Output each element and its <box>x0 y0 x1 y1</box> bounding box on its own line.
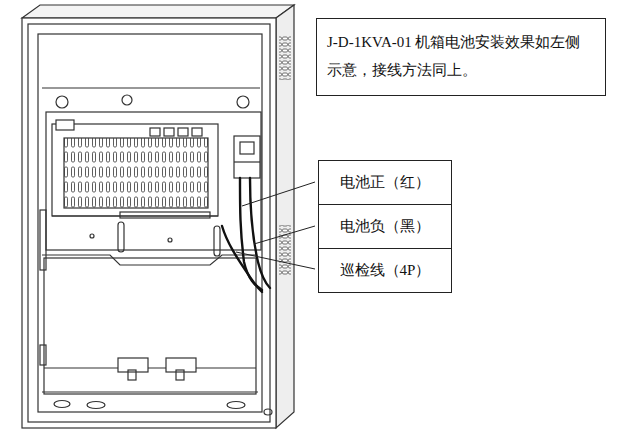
callout-box: 电池正（红） <box>318 160 452 205</box>
callout-box: 电池负（黑） <box>318 204 452 249</box>
note-box: J-D-1KVA-01 机箱电池安装效果如左侧示意，接线方法同上。 <box>316 18 606 96</box>
callout-box: 巡检线（4P） <box>318 248 452 293</box>
note-text: 巡检线（4P） <box>325 261 445 281</box>
note-text: 电池正（红） <box>325 173 445 193</box>
note-text: J-D-1KVA-01 机箱电池安装效果如左侧示意，接线方法同上。 <box>327 29 595 85</box>
note-text: 电池负（黑） <box>325 217 445 237</box>
